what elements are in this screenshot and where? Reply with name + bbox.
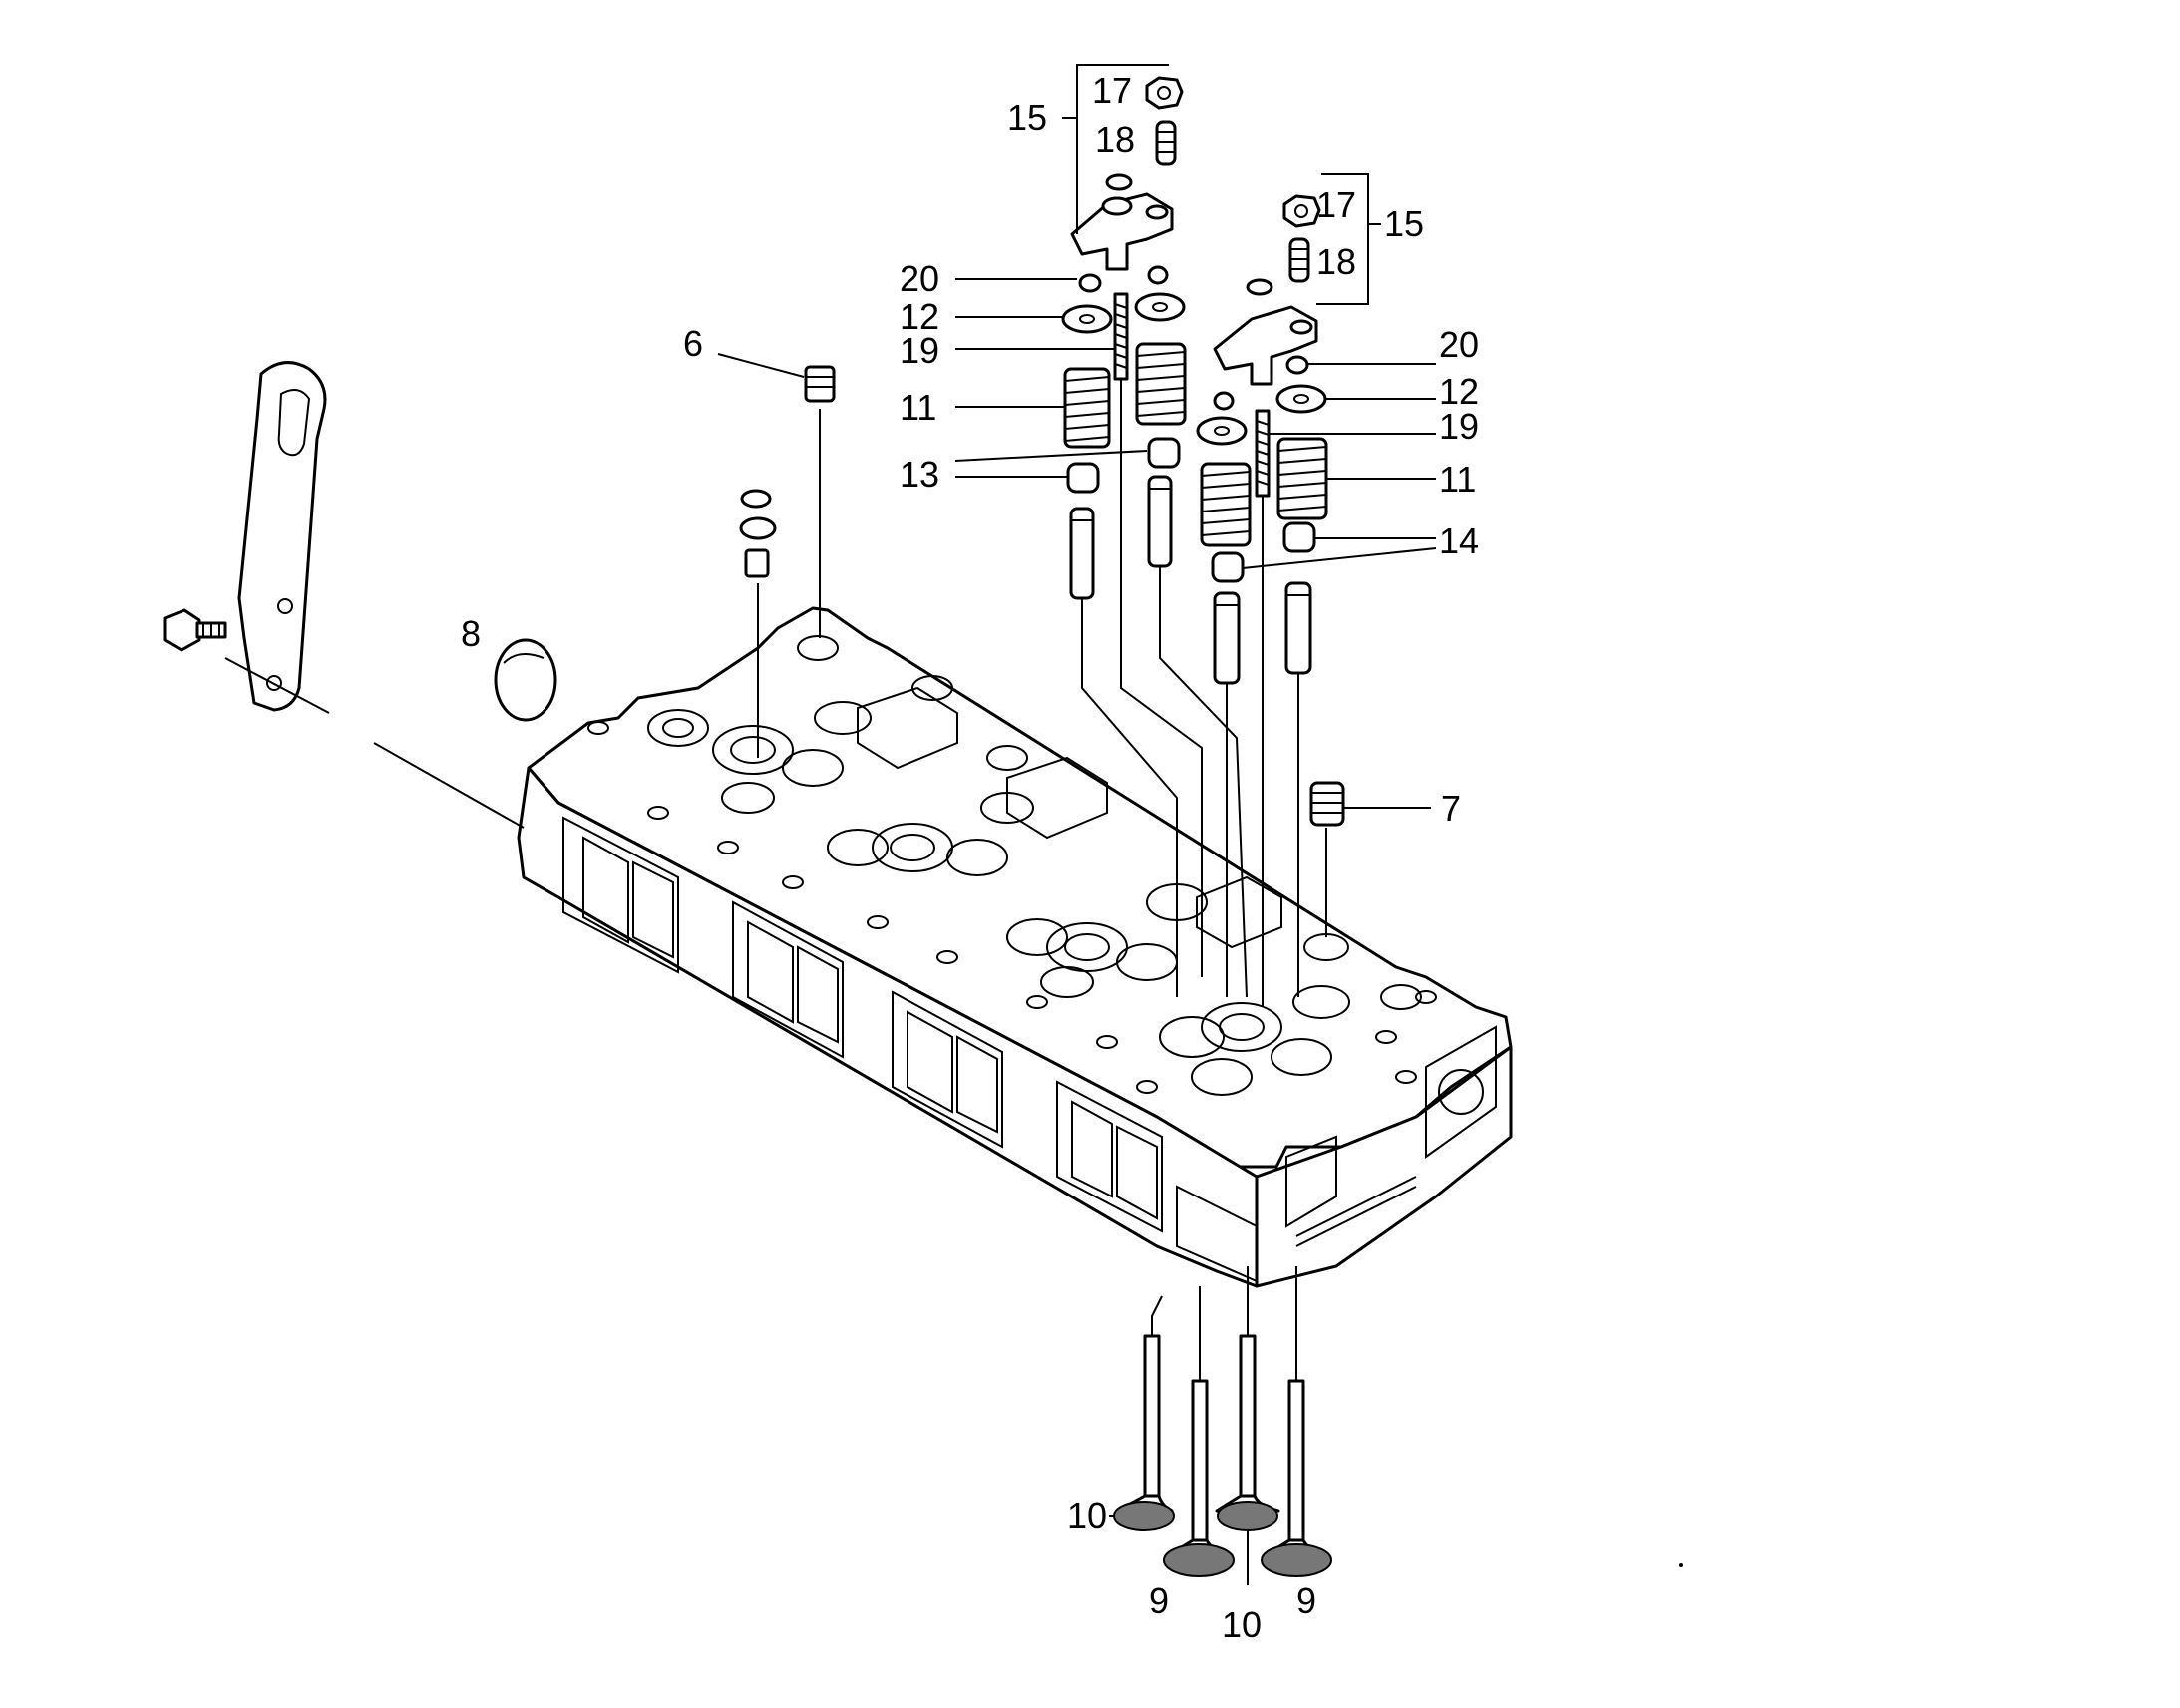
valve-seats xyxy=(647,701,1422,1096)
callout-18a: 18 xyxy=(1095,119,1135,160)
retainer-mid-left xyxy=(1134,292,1186,322)
valve-lead-lines xyxy=(1151,1266,1297,1381)
valve-guide-right-2 xyxy=(1284,581,1312,675)
cylinder-head xyxy=(517,606,1513,1288)
valve-seal-14b xyxy=(1211,551,1245,583)
cap-left xyxy=(1105,173,1133,191)
retainer-12a xyxy=(1061,304,1113,334)
pushrod-19b xyxy=(1255,409,1271,498)
callout-labels: 17 15 18 17 15 18 20 12 19 6 20 12 11 19… xyxy=(461,70,1479,1645)
bracket-bolt xyxy=(163,608,227,652)
callout-20b: 20 xyxy=(1439,324,1479,365)
plug-6 xyxy=(804,365,836,403)
retainer-12b xyxy=(1275,384,1327,414)
callout-17a: 17 xyxy=(1092,70,1132,111)
callout-14: 14 xyxy=(1439,520,1479,561)
intake-port-3 xyxy=(892,990,1003,1149)
cap-right xyxy=(1246,278,1273,296)
callout-11b: 11 xyxy=(1439,459,1476,500)
intake-port-4 xyxy=(1056,1080,1163,1233)
callout-19a: 19 xyxy=(900,330,939,371)
valve-10a xyxy=(1113,1334,1175,1531)
cap-mid-right xyxy=(1213,391,1235,411)
valve-seal-13 xyxy=(1147,437,1181,469)
callout-12a: 12 xyxy=(900,296,939,337)
cap-mid-left xyxy=(1147,265,1169,285)
callout-19b: 19 xyxy=(1439,406,1479,447)
callout-15a: 15 xyxy=(1007,97,1047,138)
intake-port-1 xyxy=(562,816,679,974)
callout-13: 13 xyxy=(900,454,939,495)
stud-7 xyxy=(1309,781,1345,827)
valve-9a xyxy=(1163,1379,1235,1577)
callout-9b: 9 xyxy=(1296,1580,1316,1621)
assembly-lines xyxy=(1081,379,1299,1007)
rocker-arm-right xyxy=(1213,305,1318,386)
valve-10b xyxy=(1215,1334,1280,1531)
callout-9a: 9 xyxy=(1149,1580,1169,1621)
pushrod-19a xyxy=(1113,292,1129,381)
locknut-left xyxy=(1145,76,1184,110)
callout-11a: 11 xyxy=(900,387,936,428)
stray-dot xyxy=(1679,1563,1683,1567)
callout-10a: 10 xyxy=(1067,1495,1107,1536)
retainer-mid-right xyxy=(1196,416,1248,446)
lifting-bracket xyxy=(237,361,327,712)
bolt-holes xyxy=(587,721,1437,1094)
welch-plug xyxy=(494,638,557,722)
callout-10b: 10 xyxy=(1222,1604,1262,1645)
callout-7: 7 xyxy=(1441,788,1461,829)
adjusting-screw-left xyxy=(1155,120,1177,166)
callout-18b: 18 xyxy=(1316,241,1356,282)
valve-cap-20b xyxy=(1285,355,1309,375)
rocker-pedestals xyxy=(797,635,1282,949)
valve-seal-13b xyxy=(1066,462,1100,494)
callout-20a: 20 xyxy=(900,258,939,299)
locknut-right xyxy=(1282,194,1321,228)
callout-8: 8 xyxy=(461,613,481,654)
valve-9b xyxy=(1261,1379,1332,1577)
callout-12b: 12 xyxy=(1439,371,1479,412)
fitting-stack xyxy=(739,489,777,578)
valve-guide-right-1 xyxy=(1213,591,1241,685)
callout-15b: 15 xyxy=(1384,203,1424,244)
intake-port-2 xyxy=(732,900,844,1059)
rocker-arm-left xyxy=(1070,192,1174,271)
valve-spring-11a xyxy=(1063,367,1111,449)
adjusting-screw-right xyxy=(1288,237,1310,283)
valve-spring-mid-right xyxy=(1200,462,1252,547)
valve-spring-11b xyxy=(1276,437,1328,520)
valve-cap-20a xyxy=(1078,273,1102,293)
valve-guide-left-1 xyxy=(1069,507,1095,600)
valve-spring-mid-left xyxy=(1135,342,1187,426)
callout-17b: 17 xyxy=(1316,184,1356,225)
callout-6: 6 xyxy=(683,323,703,364)
valve-seal-14a xyxy=(1282,521,1316,553)
leader-lines xyxy=(717,64,1437,1585)
valve-guide-left-2 xyxy=(1147,475,1173,568)
